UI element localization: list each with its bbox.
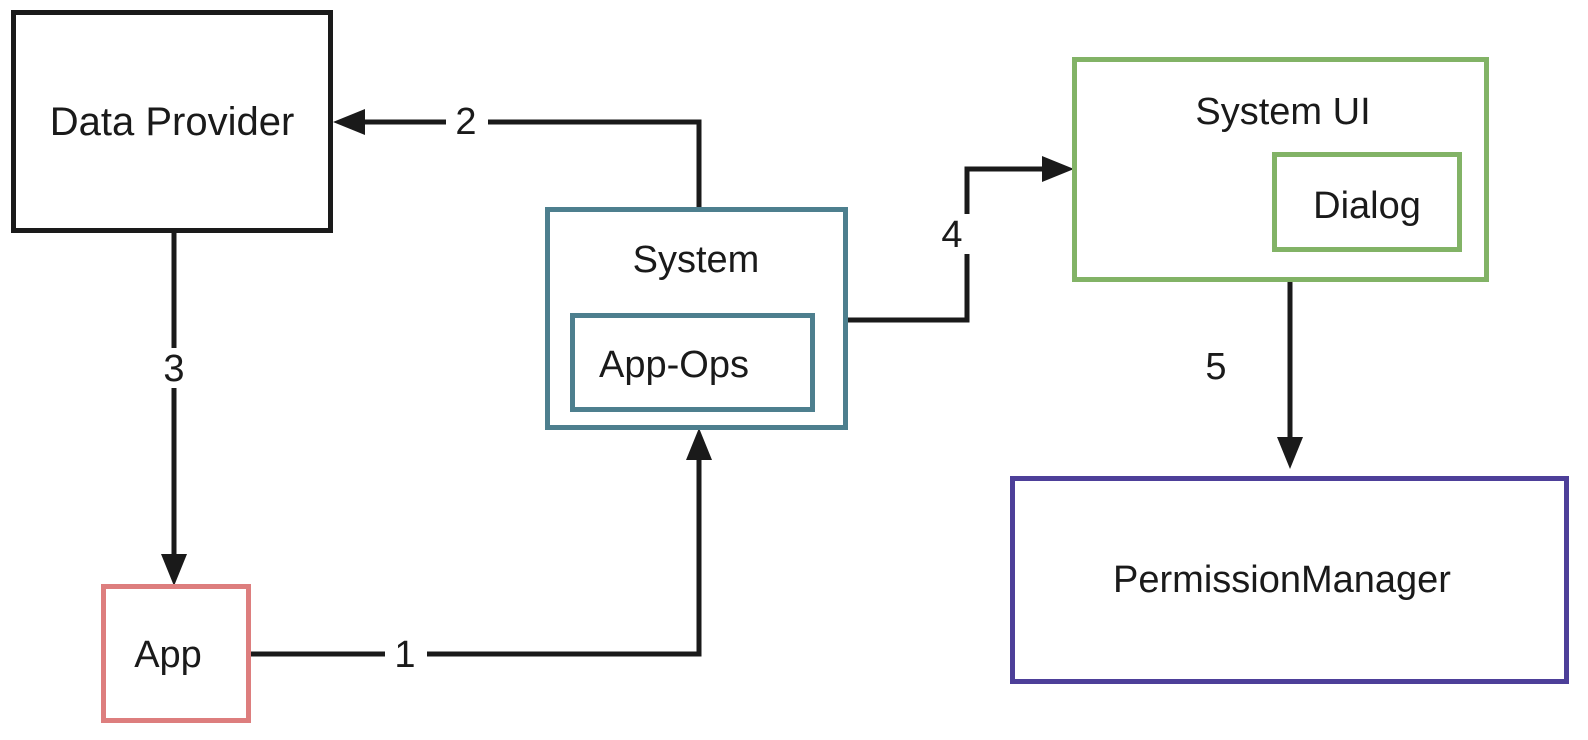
node-data-provider[interactable]: Data Provider	[11, 10, 333, 233]
data-provider-box	[11, 10, 333, 233]
edge-1-label-bg	[385, 634, 427, 674]
edge-1-label: 1	[394, 634, 415, 676]
edge-2-system-to-data-provider[interactable]: 2	[333, 101, 702, 207]
edge-4-label-bg	[932, 214, 974, 254]
edge-5-system-ui-to-permission-manager[interactable]: 5	[1196, 282, 1303, 469]
node-app-ops[interactable]: App-Ops	[570, 313, 815, 412]
edge-4-arrowhead	[1042, 156, 1074, 182]
edge-3-data-provider-to-app[interactable]: 3	[153, 233, 195, 586]
dialog-box	[1272, 152, 1462, 252]
data-provider-label: Data Provider	[50, 100, 295, 144]
edge-1-app-to-system[interactable]: 1	[251, 428, 712, 676]
node-permission-manager[interactable]: PermissionManager	[1010, 476, 1569, 684]
app-ops-label: App-Ops	[599, 344, 749, 386]
edge-group: 1 2 3 4	[153, 101, 1303, 676]
edge-3-label: 3	[163, 348, 184, 390]
edge-1-arrowhead	[686, 428, 712, 460]
edge-3-arrowhead	[161, 554, 187, 586]
edge-5-label-bg	[1196, 346, 1238, 386]
edge-1-line	[251, 440, 702, 657]
node-app[interactable]: App	[101, 584, 251, 723]
edge-5-arrowhead	[1277, 437, 1303, 469]
edge-4-label: 4	[941, 214, 962, 256]
app-box	[101, 584, 251, 723]
permission-manager-label: PermissionManager	[1113, 559, 1451, 601]
app-ops-box	[570, 313, 815, 412]
app-label: App	[134, 634, 202, 676]
edge-2-arrowhead	[333, 109, 365, 135]
dialog-label: Dialog	[1313, 185, 1421, 227]
system-label: System	[633, 239, 760, 281]
permission-manager-box	[1010, 476, 1569, 684]
system-ui-label: System UI	[1195, 91, 1370, 133]
edge-3-label-bg	[153, 348, 195, 388]
edge-2-label-bg	[446, 101, 488, 141]
edge-2-label: 2	[455, 101, 476, 143]
edge-4-system-to-system-ui[interactable]: 4	[848, 156, 1074, 323]
edge-2-line	[345, 119, 702, 207]
node-dialog[interactable]: Dialog	[1272, 152, 1462, 252]
edge-5-label: 5	[1205, 346, 1226, 388]
